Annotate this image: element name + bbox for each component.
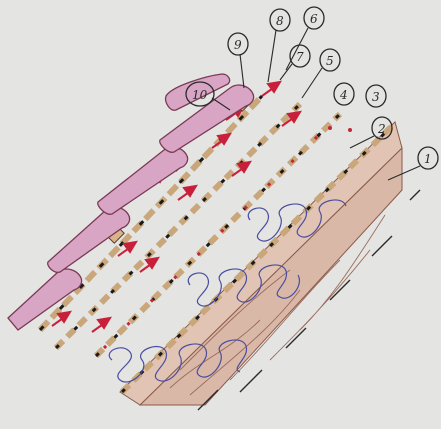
airflow-arrow-icon: [212, 134, 230, 148]
roof-tiles: [8, 74, 254, 330]
callout-6: 6: [286, 7, 324, 70]
roof-tile: [98, 147, 188, 214]
airflow-arrow-icon: [178, 186, 196, 200]
callout-3-label: 3: [372, 90, 380, 104]
callout-7: 7: [280, 45, 310, 80]
callout-5-label: 5: [326, 54, 334, 68]
callout-8-label: 8: [276, 14, 284, 28]
callout-9: 9: [228, 33, 248, 88]
callout-9-label: 9: [234, 38, 242, 52]
callout-4-label: 4: [339, 88, 348, 102]
airflow-arrow-icon: [232, 162, 250, 176]
callout-7-label: 7: [296, 50, 304, 64]
callout-10-label: 10: [192, 88, 208, 102]
callout-4: 4: [328, 83, 354, 130]
callout-6-label: 6: [310, 12, 318, 26]
callout-2-label: 2: [377, 122, 386, 136]
callout-1-label: 1: [424, 152, 432, 166]
airflow-arrow-icon: [92, 318, 110, 332]
airflow-arrow-icon: [262, 82, 280, 96]
